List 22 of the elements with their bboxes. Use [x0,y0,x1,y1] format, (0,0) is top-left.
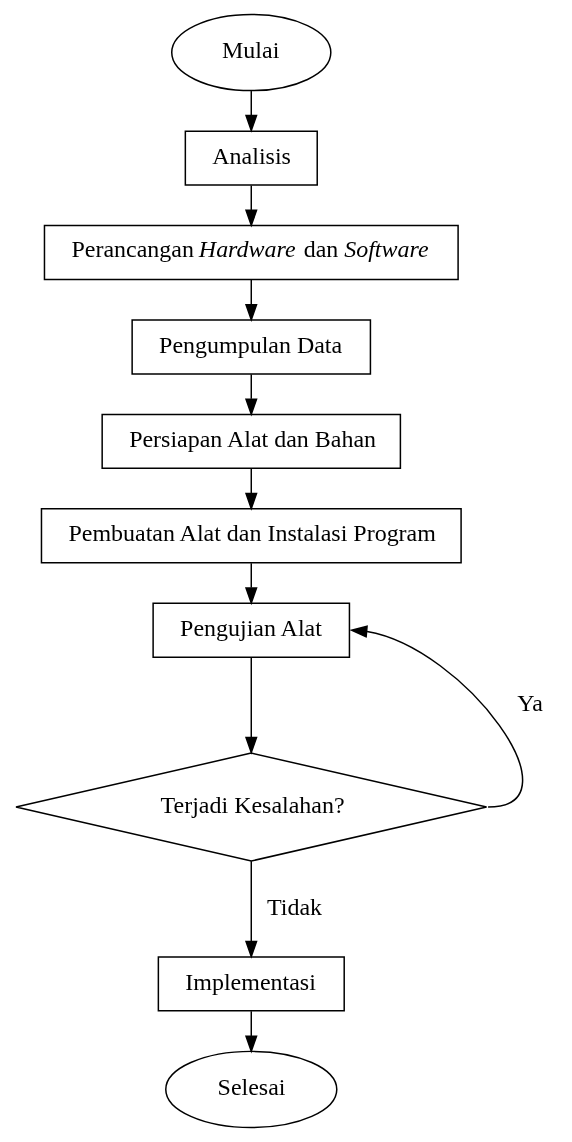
node-box: Analisis [184,130,318,186]
arrow [244,1010,258,1054]
edge-label: Tidak [266,893,322,920]
node-box: Pengumpulan Data [130,319,371,375]
node-diamond: Terjadi Kesalahan? [14,752,487,862]
node-box: Perancangan Hardware dan Software [43,224,459,281]
arrow [348,625,523,808]
node-box: Pembuatan Alat dan Instalasi Program [40,508,462,564]
node-box: Persiapan Alat dan Bahan [100,413,401,470]
edge-label: Ya [516,689,543,716]
arrow [244,468,258,511]
arrow [244,279,258,322]
arrow [244,373,258,417]
arrow [244,656,258,755]
node-box: Pengujian Alat [151,602,350,658]
arrow [244,90,258,133]
node-box: Implementasi [157,956,345,1012]
arrow [244,562,258,606]
node-ellipse: Mulai [170,13,332,92]
node-ellipse: Selesai [164,1050,338,1129]
arrow [244,860,258,959]
arrow [244,184,258,228]
